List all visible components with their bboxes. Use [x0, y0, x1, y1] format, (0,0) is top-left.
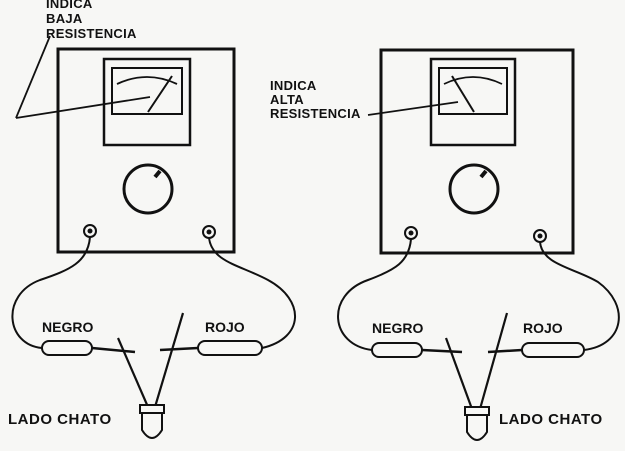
left-multimeter-body — [56, 47, 236, 254]
right-meter-display — [429, 57, 517, 147]
left-jack-positive — [202, 225, 216, 239]
right-callout-text: INDICA ALTA RESISTENCIA — [270, 78, 361, 121]
left-callout-text: INDICA BAJA RESISTENCIA — [46, 0, 137, 41]
left-callout-line-1: INDICA — [46, 0, 93, 11]
right-black-lead — [337, 238, 412, 351]
left-black-lead — [11, 236, 91, 349]
right-selector-knob — [448, 163, 500, 215]
right-rojo-label: ROJO — [523, 320, 563, 336]
right-jack-positive — [533, 229, 547, 243]
right-black-probe — [371, 342, 463, 358]
right-negro-label: NEGRO — [372, 320, 423, 336]
left-negro-label: NEGRO — [42, 319, 93, 335]
right-multimeter-body — [379, 48, 575, 255]
left-callout-line-2: BAJA — [46, 11, 83, 26]
left-meter-display — [102, 57, 192, 147]
right-callout-leaders — [367, 101, 459, 116]
right-meter-needle — [451, 75, 475, 113]
left-led — [116, 312, 185, 439]
right-jack-common — [404, 226, 418, 240]
left-selector-knob — [122, 163, 174, 215]
left-red-lead — [208, 237, 296, 349]
left-jack-common — [83, 224, 97, 238]
left-lado-chato-label: LADO CHATO — [8, 411, 112, 428]
right-led — [444, 312, 509, 441]
left-meter-needle — [147, 75, 173, 113]
left-red-probe — [159, 340, 263, 356]
left-callout-leaders — [15, 35, 151, 119]
left-callout-line-3: RESISTENCIA — [46, 26, 137, 41]
right-callout-line-2: ALTA — [270, 92, 304, 107]
right-callout-line-1: INDICA — [270, 78, 317, 93]
left-rojo-label: ROJO — [205, 319, 245, 335]
right-test-setup — [337, 48, 620, 441]
right-callout-line-3: RESISTENCIA — [270, 106, 361, 121]
right-red-lead — [539, 241, 620, 351]
left-test-setup — [11, 35, 296, 439]
right-lado-chato-label: LADO CHATO — [499, 411, 603, 428]
right-red-probe — [487, 342, 585, 358]
left-black-probe — [41, 340, 136, 356]
